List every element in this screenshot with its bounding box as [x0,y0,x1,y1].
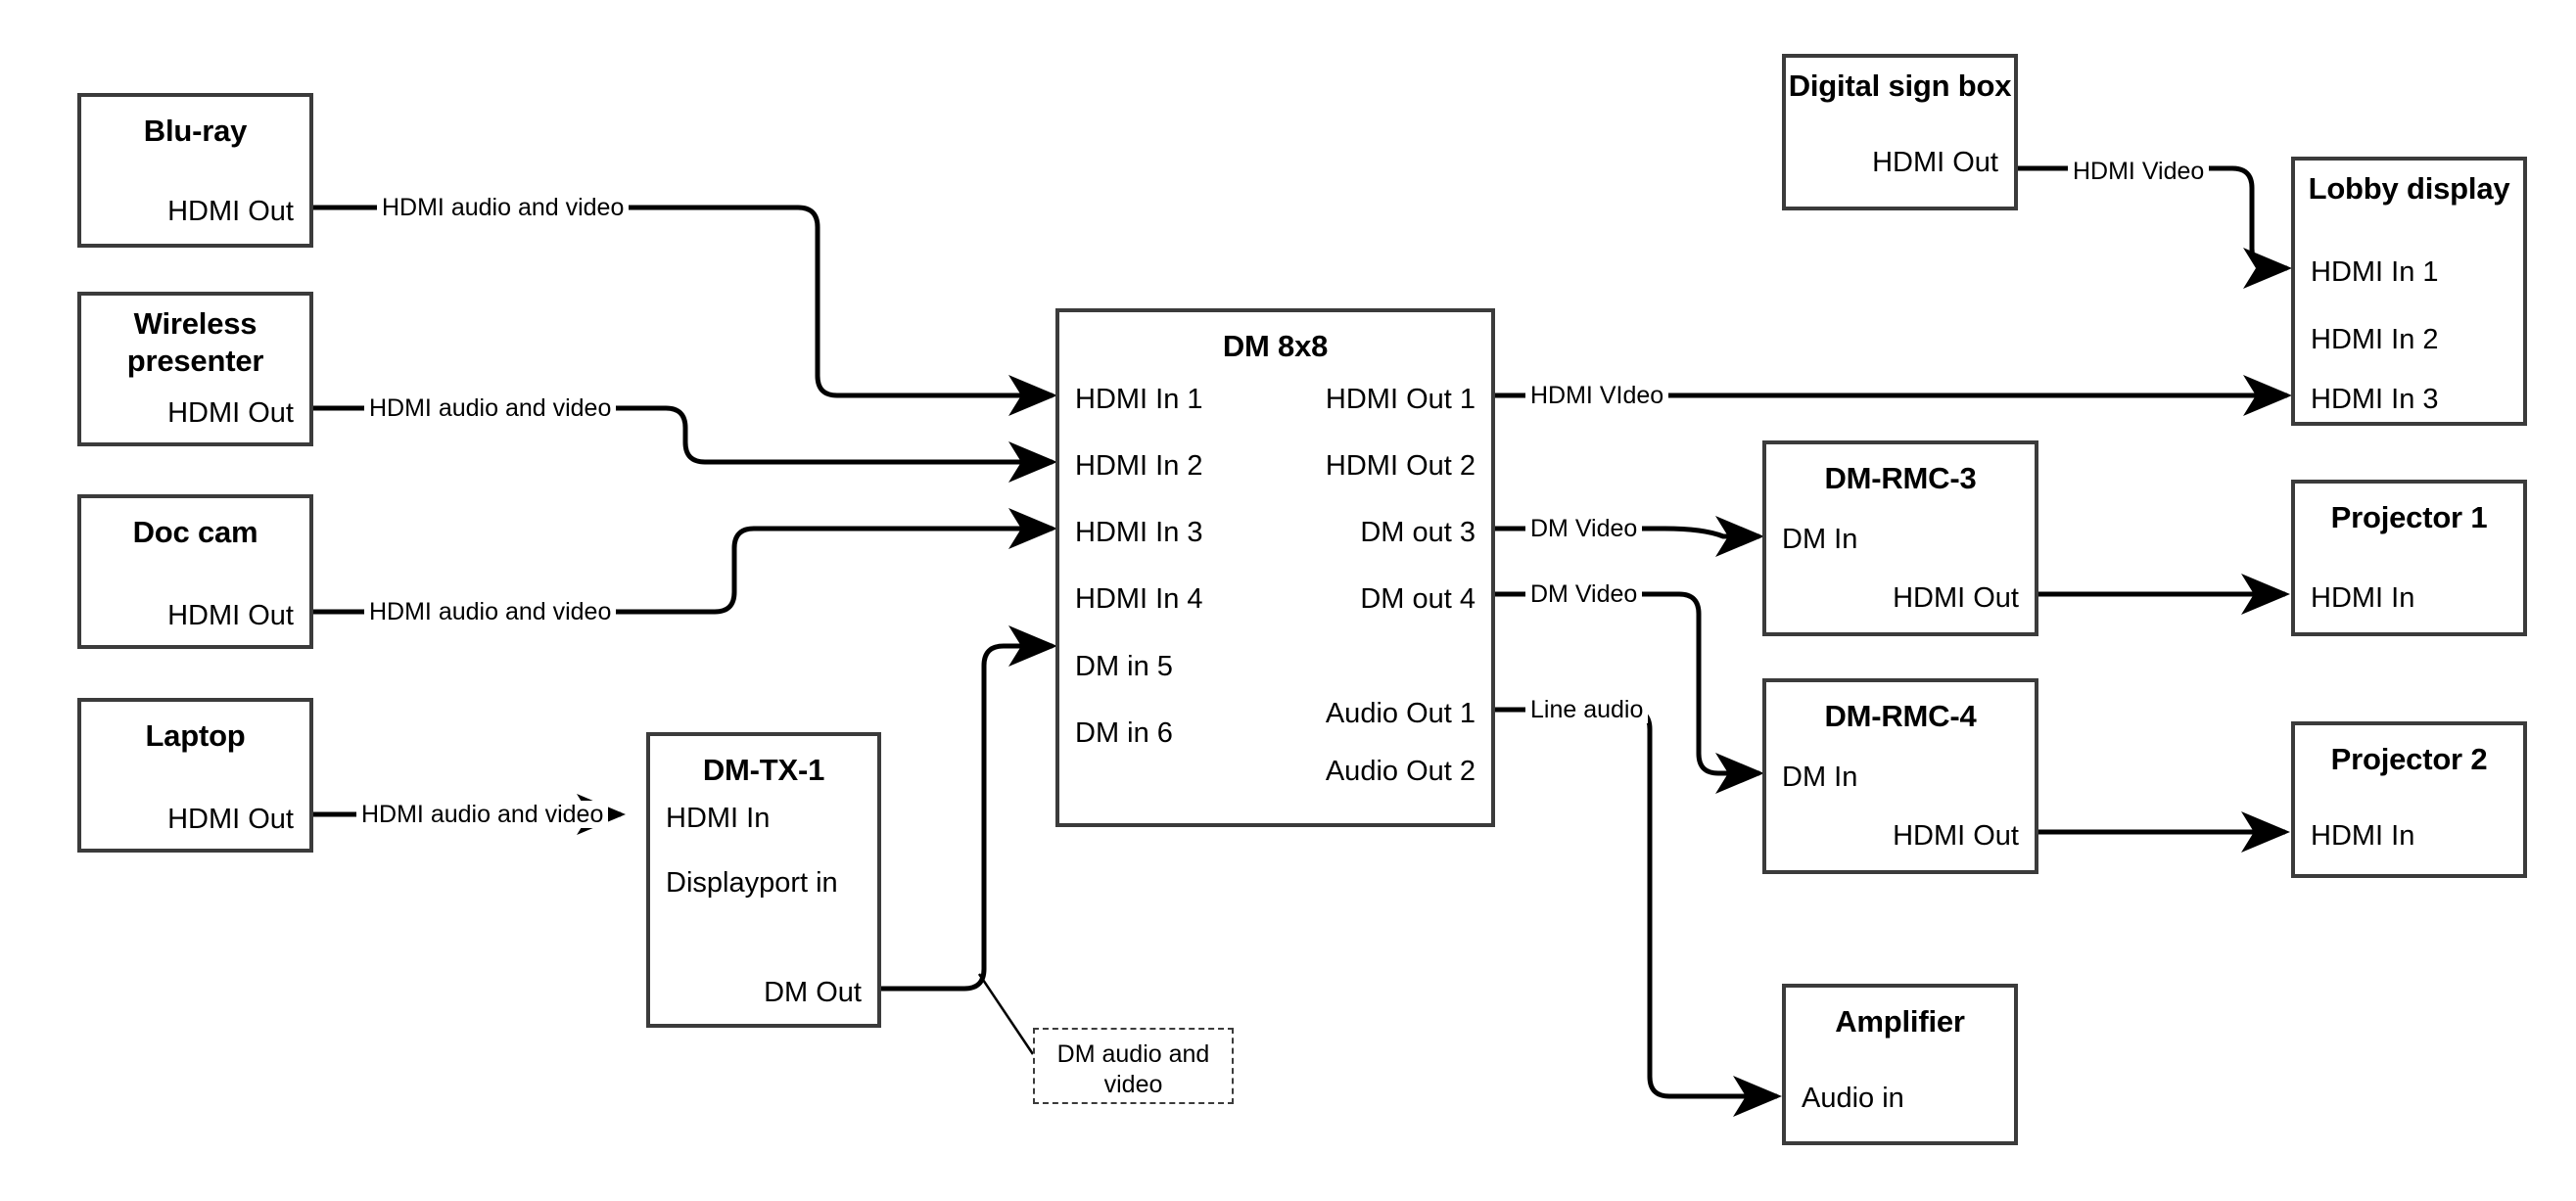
node-dm-tx-1-title: DM-TX-1 [702,753,825,787]
port-projector2-hdmi-in[interactable]: HDMI In [2311,820,2415,852]
wire-label-wireless: HDMI audio and video [364,394,617,422]
port-dmtx1-displayport-in[interactable]: Displayport in [666,867,838,899]
node-dm-rmc-3-title: DM-RMC-3 [1824,461,1977,495]
port-dm8x8-hdmi-in-2[interactable]: HDMI In 2 [1075,450,1203,482]
port-lobby-hdmi-in-3[interactable]: HDMI In 3 [2311,384,2439,415]
node-lobby-display-title: Lobby display [2308,171,2510,206]
port-projector1-hdmi-in[interactable]: HDMI In [2311,582,2415,614]
callout-dm-audio-and-video: DM audio and video [1033,1028,1234,1104]
port-dm8x8-hdmi-out-1[interactable]: HDMI Out 1 [1325,384,1475,415]
port-laptop-hdmi-out[interactable]: HDMI Out [167,804,294,835]
wire-label-bluray: HDMI audio and video [377,194,630,221]
port-lobby-hdmi-in-1[interactable]: HDMI In 1 [2311,256,2439,288]
port-dmtx1-dm-out[interactable]: DM Out [764,977,862,1008]
node-bluray-title: Blu-ray [143,114,248,148]
node-dm-rmc-4-title: DM-RMC-4 [1824,699,1977,733]
wire-label-doccam: HDMI audio and video [364,598,617,625]
node-dm-8x8[interactable]: DM 8x8 HDMI In 1 HDMI In 2 HDMI In 3 HDM… [1055,308,1495,827]
port-dm8x8-dm-out-4[interactable]: DM out 4 [1360,583,1475,615]
node-laptop[interactable]: Laptop HDMI Out [77,698,313,853]
port-dmrmc4-dm-in[interactable]: DM In [1782,762,1858,793]
wire-label-dm-out-3: DM Video [1525,515,1643,542]
port-dm8x8-audio-out-2[interactable]: Audio Out 2 [1325,756,1475,787]
port-dmrmc3-dm-in[interactable]: DM In [1782,524,1858,555]
port-dm8x8-dm-out-3[interactable]: DM out 3 [1360,517,1475,548]
node-dm-rmc-3[interactable]: DM-RMC-3 DM In HDMI Out [1762,440,2038,636]
node-dm-8x8-title: DM 8x8 [1222,329,1329,363]
wire-label-audio-out-1: Line audio [1525,696,1649,723]
node-digital-sign-box-title: Digital sign box [1788,69,2012,103]
port-amplifier-audio-in[interactable]: Audio in [1802,1083,1904,1114]
node-amplifier[interactable]: Amplifier Audio in [1782,984,2018,1145]
node-doc-cam-title: Doc cam [132,515,258,549]
node-amplifier-title: Amplifier [1835,1004,1965,1039]
port-dmrmc4-hdmi-out[interactable]: HDMI Out [1893,820,2019,852]
node-projector-2-title: Projector 2 [2330,742,2488,776]
port-dm8x8-dm-in-6[interactable]: DM in 6 [1075,717,1173,749]
port-lobby-hdmi-in-2[interactable]: HDMI In 2 [2311,324,2439,355]
port-wireless-hdmi-out[interactable]: HDMI Out [167,397,294,429]
node-wireless-presenter-title: Wireless presenter [126,306,264,378]
port-bluray-hdmi-out[interactable]: HDMI Out [167,196,294,227]
port-dm8x8-hdmi-in-1[interactable]: HDMI In 1 [1075,384,1203,415]
wire-label-digitalsign: HDMI Video [2068,158,2210,185]
wire-label-laptop: HDMI audio and video [356,801,609,828]
wire-dm8x8-to-dmrmc4 [1495,591,1764,795]
wire-bluray-to-dm8x8 [313,205,1057,417]
port-dm8x8-dm-in-5[interactable]: DM in 5 [1075,651,1173,682]
port-doccam-hdmi-out[interactable]: HDMI Out [167,600,294,631]
node-dm-tx-1[interactable]: DM-TX-1 HDMI In Displayport in DM Out [646,732,881,1028]
port-dm8x8-hdmi-in-4[interactable]: HDMI In 4 [1075,583,1203,615]
callout-leader-line [977,973,1035,1055]
wire-dm8x8-to-amplifier [1495,707,1782,1118]
node-projector-1-title: Projector 1 [2330,500,2488,534]
wire-dmtx1-to-dm8x8 [881,625,1057,992]
node-doc-cam[interactable]: Doc cam HDMI Out [77,494,313,649]
node-wireless-presenter[interactable]: Wireless presenter HDMI Out [77,292,313,446]
node-bluray[interactable]: Blu-ray HDMI Out [77,93,313,248]
node-lobby-display[interactable]: Lobby display HDMI In 1 HDMI In 2 HDMI I… [2291,157,2527,426]
port-dmrmc3-hdmi-out[interactable]: HDMI Out [1893,582,2019,614]
wire-label-dm-out-4: DM Video [1525,580,1643,608]
node-laptop-title: Laptop [145,718,246,753]
callout-dm-audio-and-video-text: DM audio and video [1056,1040,1210,1098]
node-projector-1[interactable]: Projector 1 HDMI In [2291,480,2527,636]
node-digital-sign-box[interactable]: Digital sign box HDMI Out [1782,54,2018,210]
node-projector-2[interactable]: Projector 2 HDMI In [2291,721,2527,878]
port-digitalsign-hdmi-out[interactable]: HDMI Out [1872,147,1998,178]
port-dm8x8-audio-out-1[interactable]: Audio Out 1 [1325,698,1475,729]
node-dm-rmc-4[interactable]: DM-RMC-4 DM In HDMI Out [1762,678,2038,874]
port-dm8x8-hdmi-out-2[interactable]: HDMI Out 2 [1325,450,1475,482]
port-dm8x8-hdmi-in-3[interactable]: HDMI In 3 [1075,517,1203,548]
wire-label-hdmi-out-1: HDMI VIdeo [1525,382,1669,409]
port-dmtx1-hdmi-in[interactable]: HDMI In [666,803,771,834]
